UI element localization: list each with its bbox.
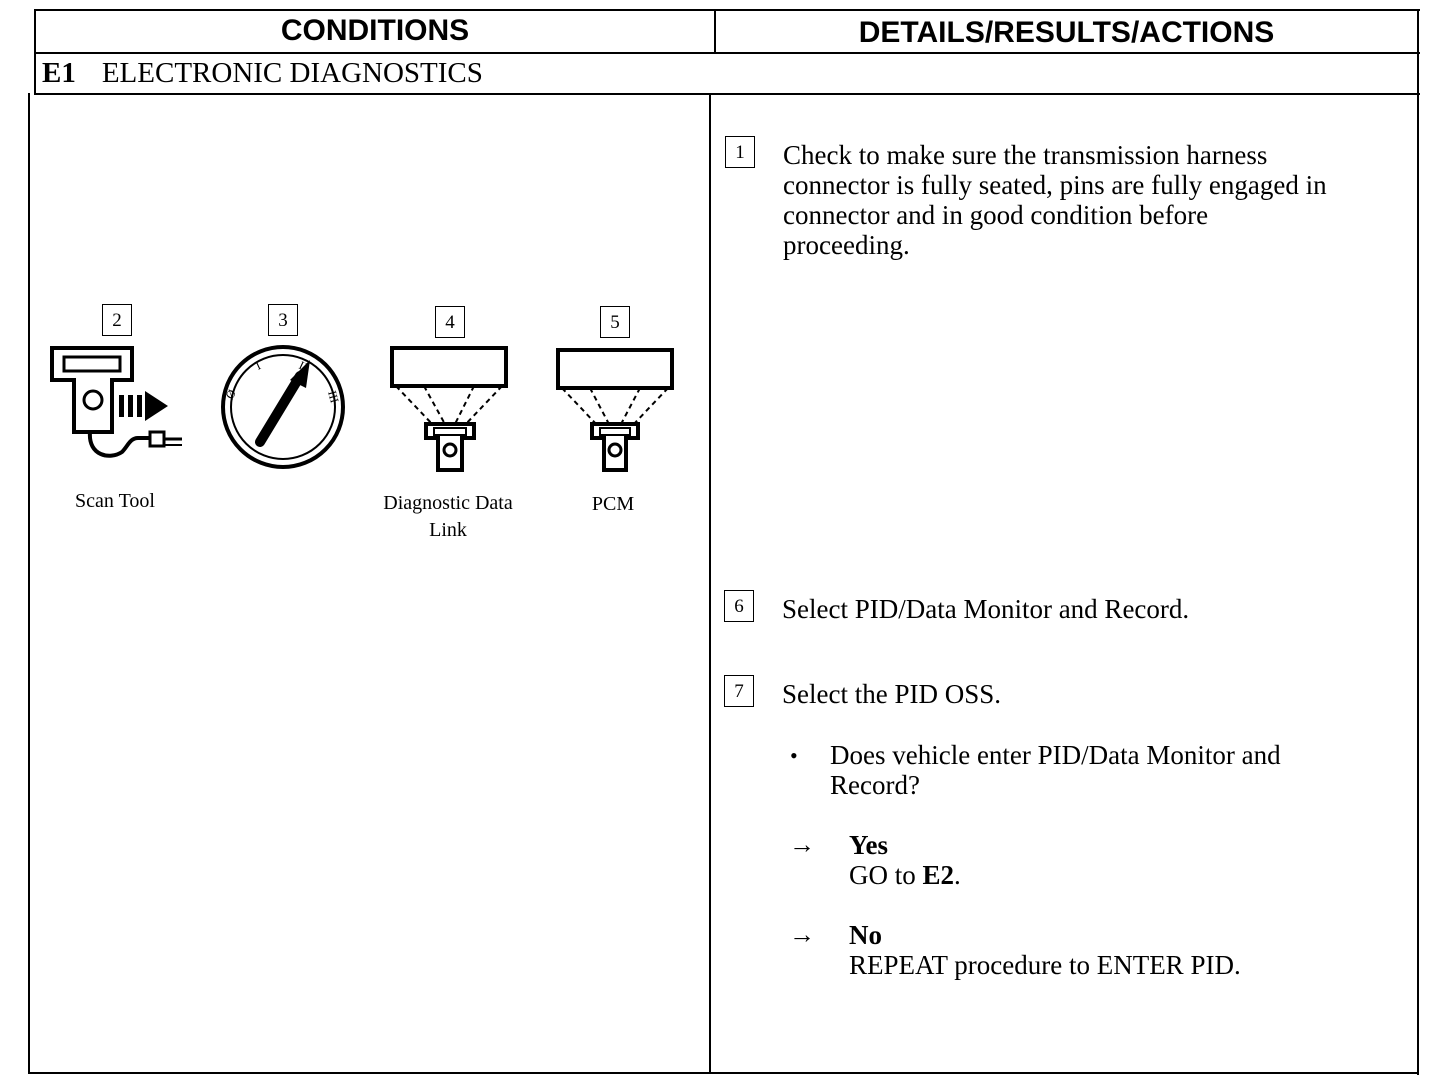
step-box-7: 7 [724,675,754,707]
section-name: ELECTRONIC DIAGNOSTICS [101,57,483,89]
dial-label-1: I [253,358,263,372]
step-1-line-2: connector is fully seated, pins are full… [783,170,1327,200]
step-box-5: 5 [600,306,630,338]
step-box-6: 6 [724,590,754,622]
no-label: No [849,920,882,950]
no-action: REPEAT procedure to ENTER PID. [849,950,1241,980]
step-7-text: Select the PID OSS. [782,679,1001,709]
yes-answer: Yes GO to E2. [849,830,1389,890]
diagnostic-data-link-caption: Diagnostic Data Link [360,490,536,544]
step-6-text: Select PID/Data Monitor and Record. [782,594,1190,624]
diagnostic-data-link-icon [390,346,508,472]
step-1-line-3: connector and in good condition before [783,200,1209,230]
pcm-icon [556,348,674,472]
yes-action-suffix: . [954,860,961,890]
step-1-text: Check to make sure the transmission harn… [783,140,1403,260]
ignition-switch-icon: Ø I II III [221,345,345,469]
frame-left-border [34,9,36,93]
frame-bottom-border [28,1072,1419,1074]
diagnostic-data-link-caption-line2: Link [429,519,467,541]
dial-label-3: III [325,389,342,404]
details-results-actions-header: DETAILS/RESULTS/ACTIONS [858,16,1275,49]
section-code: E1 [42,57,76,89]
yes-label: Yes [849,830,888,860]
section-title: E1 ELECTRONIC DIAGNOSTICS [42,54,483,92]
no-arrow-icon: → [789,920,815,949]
step-1-line-4: proceeding. [783,230,910,260]
conditions-header: CONDITIONS [280,14,470,47]
pcm-caption: PCM [591,493,635,515]
step-box-3: 3 [268,304,298,336]
frame-right-border [1417,9,1419,1075]
frame-left-border-lower [28,93,30,1073]
scan-tool-icon [50,346,182,458]
no-answer: No REPEAT procedure to ENTER PID. [849,920,1389,980]
step-box-2: 2 [102,304,132,336]
frame-top-border [34,9,1420,11]
question-text: Does vehicle enter PID/Data Monitor and … [830,740,1400,800]
step-box-4: 4 [435,306,465,338]
column-divider [709,95,711,1073]
step-box-1: 1 [725,136,755,168]
question-line-2: Record? [830,770,920,800]
question-line-1: Does vehicle enter PID/Data Monitor and [830,740,1281,770]
yes-action: GO to E2. [849,860,1389,890]
header-column-divider [714,9,716,53]
scan-tool-caption: Scan Tool [75,490,155,512]
question-bullet: • [790,743,798,768]
yes-arrow-icon: → [789,830,815,859]
yes-action-target: E2 [922,860,955,890]
yes-action-prefix: GO to [849,860,923,890]
diagnostic-data-link-caption-line1: Diagnostic Data [383,492,513,514]
step-1-line-1: Check to make sure the transmission harn… [783,140,1268,170]
header-divider [34,52,1420,54]
section-divider [34,93,1420,95]
